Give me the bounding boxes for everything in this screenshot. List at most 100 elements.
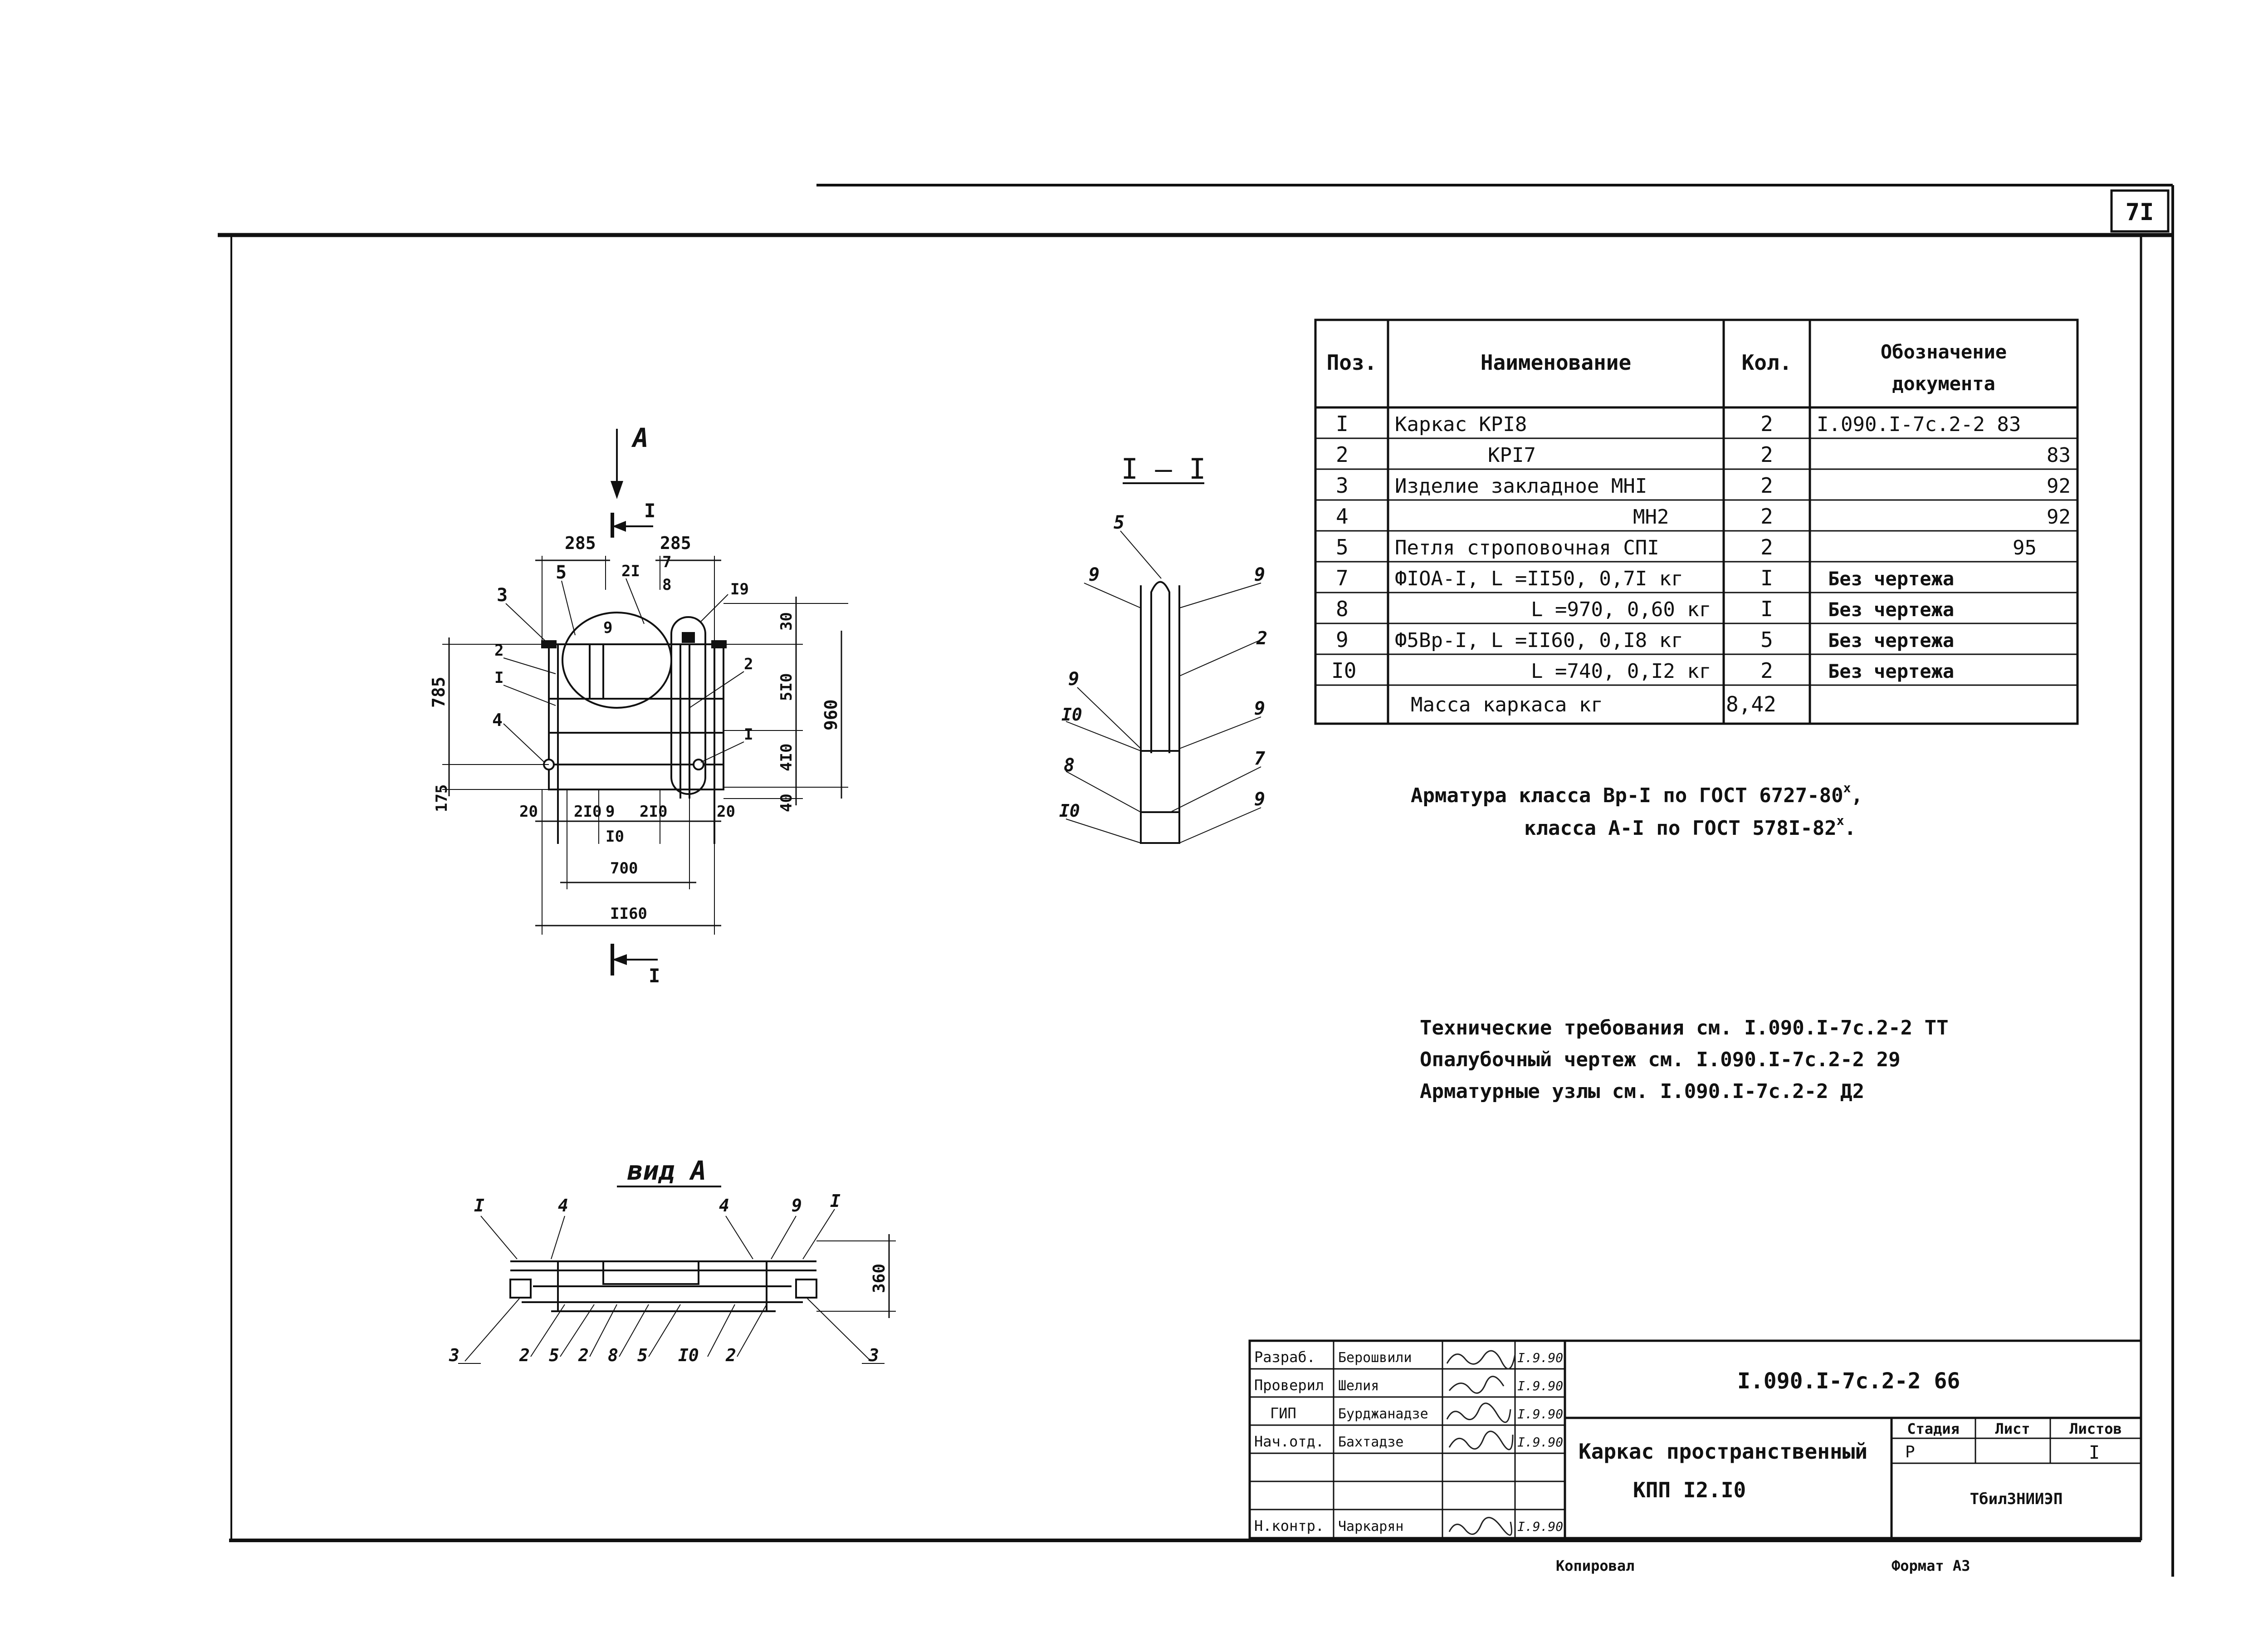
spec-table-header: Поз. Наименование Кол. Обозначение докум… (1327, 341, 2007, 395)
callout-4: 4 (492, 710, 503, 730)
section-callout-9d: 9 (1254, 698, 1265, 719)
header-name: Наименование (1481, 350, 1631, 375)
note-rebar-nodes: Арматурные узлы см. I.090.I-7с.2-2 Д2 (1420, 1080, 1864, 1103)
signature-checker (1448, 1376, 1505, 1394)
view-a-callout-3-right: 3 (868, 1345, 879, 1365)
dim-1160: II60 (610, 905, 647, 923)
section-mark-top: I (644, 500, 655, 522)
title-block-text: I.090.I-7с.2-2 66 Каркас пространственны… (1254, 1348, 2122, 1534)
dim-210-left: 2I0 (574, 803, 601, 821)
plan-view-labels: А I I 285 285 785 175 30 5I0 4I0 40 960 … (429, 422, 841, 987)
callout-19: I9 (730, 580, 749, 598)
sheets-value: I (2089, 1442, 2100, 1463)
cell-pos: 3 (1336, 473, 1349, 498)
spec-table (1314, 319, 2079, 725)
date-checker: I.9.90 (1517, 1378, 1563, 1393)
dim-285-left: 285 (565, 533, 596, 553)
name-checker: Шелия (1338, 1378, 1379, 1394)
section-mark-bottom: I (649, 965, 660, 987)
header-doc-line2: документа (1892, 373, 1995, 395)
callout-3: 3 (497, 585, 508, 606)
page-number: 7I (2126, 199, 2154, 226)
cell-pos: 9 (1336, 627, 1349, 652)
view-a-callout-4-right: 4 (719, 1196, 729, 1216)
callout-8: 8 (662, 576, 671, 594)
cell-qty: I (1760, 566, 1773, 590)
name-department-head: Бахтадзе (1338, 1434, 1404, 1450)
dim-9: 9 (606, 803, 615, 821)
cell-doc: Без чертежа (1828, 598, 1954, 621)
cell-pos: 8 (1336, 597, 1349, 621)
cell-pos: 2 (1336, 442, 1349, 467)
view-a-callout-2c: 2 (725, 1345, 736, 1365)
cell-qty: 2 (1760, 504, 1773, 529)
cell-qty: 5 (1760, 627, 1773, 652)
header-pos: Поз. (1327, 350, 1377, 375)
section-callout-9b: 9 (1254, 564, 1265, 585)
callout-1-right: I (744, 725, 753, 744)
dim-785: 785 (429, 676, 449, 708)
mass-label: Масса каркаса кг (1411, 693, 1603, 716)
signature-department-head (1448, 1431, 1514, 1451)
table-row: I Каркас КРI8 2 I.090.I-7с.2-2 83 (1336, 412, 2021, 436)
signature-chief-engineer (1446, 1402, 1511, 1423)
table-row: 5 Петля строповочная СПI 2 95 (1336, 535, 2037, 559)
signature-norm-control (1448, 1517, 1512, 1536)
view-a-callout-1-left: I (474, 1196, 484, 1216)
section-callout-8: 8 (1064, 755, 1075, 776)
section-callout-10a: I0 (1061, 705, 1082, 725)
role-department-head: Нач.отд. (1254, 1433, 1324, 1450)
cell-doc: 92 (2047, 475, 2071, 498)
stage-header: Стадия (1907, 1420, 1960, 1437)
dim-40: 40 (777, 794, 796, 812)
section-callout-2: 2 (1256, 628, 1267, 649)
cell-doc: Без чертежа (1828, 629, 1954, 652)
callout-21: 2I (621, 562, 640, 580)
cell-qty: 2 (1760, 658, 1773, 683)
view-a-callout-4-left: 4 (558, 1196, 568, 1216)
table-row: 8 L =970, 0,60 кг I Без чертежа (1336, 597, 1954, 621)
sheet-header: Лист (1995, 1420, 2030, 1437)
section-callout-5: 5 (1114, 512, 1124, 533)
name-norm-control: Чаркарян (1338, 1519, 1404, 1534)
view-a-callout-9: 9 (792, 1196, 802, 1216)
mass-value: 8,42 (1726, 692, 1776, 716)
view-a-dim-360: 360 (870, 1264, 889, 1293)
cell-name: МН2 (1633, 505, 1669, 529)
view-a-callout-10: I0 (678, 1345, 699, 1365)
cell-name: Петля строповочная СПI (1395, 536, 1659, 559)
note-formwork-drawing: Опалубочный чертеж см. I.090.I-7с.2-2 29 (1420, 1048, 1901, 1071)
cell-qty: 2 (1760, 535, 1773, 559)
view-a-callout-8: 8 (608, 1345, 618, 1365)
dim-10: I0 (606, 828, 624, 846)
table-row: 3 Изделие закладное МНI 2 92 (1336, 473, 2071, 498)
dim-20-right: 20 (717, 803, 735, 821)
dim-960: 960 (821, 699, 841, 730)
view-a-callout-5a: 5 (549, 1345, 559, 1365)
cell-doc: I.090.I-7с.2-2 83 (1817, 413, 2021, 436)
cell-name: КРI7 (1488, 444, 1536, 467)
cell-pos: 7 (1336, 566, 1349, 590)
callout-1-left: I (494, 669, 503, 687)
dim-175: 175 (433, 784, 451, 812)
title-line-2: КПП I2.I0 (1633, 1478, 1746, 1502)
header-qty: Кол. (1742, 350, 1792, 375)
header-doc-line1: Обозначение (1881, 341, 2007, 363)
dim-510: 5I0 (777, 673, 796, 701)
cell-doc: Без чертежа (1828, 568, 1954, 590)
callout-7: 7 (662, 553, 671, 571)
callout-5: 5 (556, 562, 567, 583)
section-callout-10b: I0 (1059, 801, 1080, 821)
role-chief-engineer: ГИП (1270, 1405, 1296, 1422)
date-norm-control: I.9.90 (1517, 1519, 1563, 1534)
section-callout-7: 7 (1254, 748, 1265, 769)
cell-pos: I (1336, 412, 1349, 436)
copied-by-note: Копировал (1556, 1557, 1634, 1574)
view-a-callout-2b: 2 (578, 1345, 589, 1365)
view-a-callout-2a: 2 (519, 1345, 530, 1365)
dim-700: 700 (610, 859, 638, 877)
notes: Арматура класса Вр-I по ГОСТ 6727-80х, к… (1411, 780, 1949, 1103)
mass-row: Масса каркаса кг 8,42 (1411, 692, 1776, 716)
role-checker: Проверил (1254, 1377, 1324, 1394)
cell-name: ФIОА-I, L =II50, 0,7I кг (1395, 567, 1683, 590)
